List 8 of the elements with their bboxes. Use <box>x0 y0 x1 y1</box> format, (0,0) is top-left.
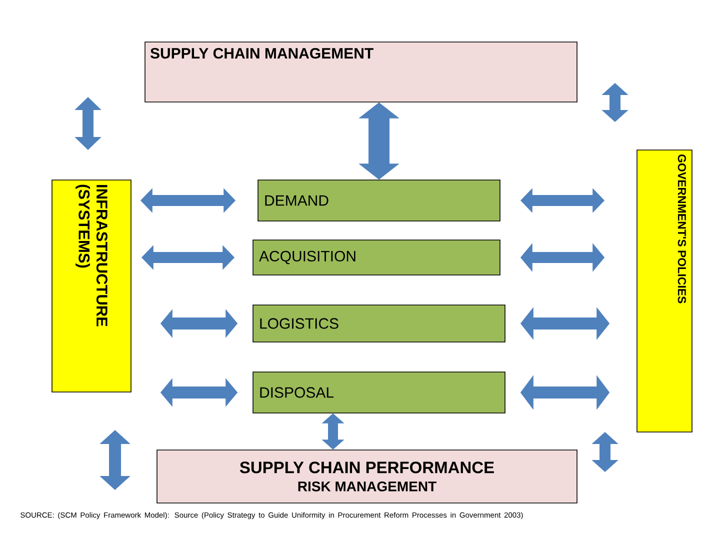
title-box: SUPPLY CHAIN MANAGEMENT <box>144 42 578 102</box>
performance-box: SUPPLY CHAIN PERFORMANCE RISK MANAGEMENT <box>156 450 578 504</box>
process-box: DISPOSAL <box>252 372 506 414</box>
process-box: DEMAND <box>258 180 500 222</box>
side-box: GOVERNMENT'S POLICIES <box>636 150 692 432</box>
process-box: LOGISTICS <box>252 304 506 342</box>
side-box: INFRASTRUCTURE (SYSTEMS) <box>52 180 132 392</box>
process-box: ACQUISITION <box>252 240 500 276</box>
